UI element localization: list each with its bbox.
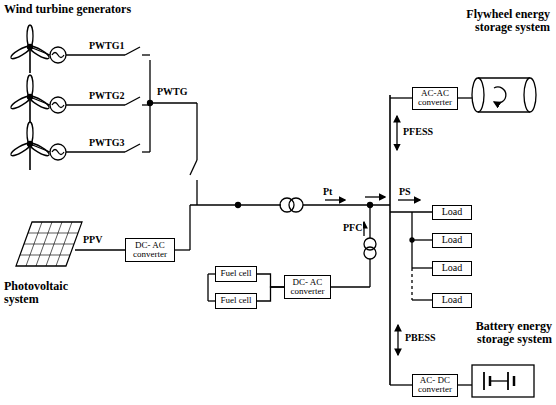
converter-box: AC- DC converter (412, 374, 458, 397)
connector-wire (257, 274, 284, 287)
converter-box: AC-AC converter (412, 87, 458, 110)
fuel-cell-box: Fuel cell (215, 293, 257, 309)
component-title: Wind turbine generators (4, 3, 194, 16)
node-text: DC- AC converter (285, 278, 330, 297)
node-text: Load (442, 263, 463, 274)
node-text: Fuel cell (220, 296, 251, 305)
connector-wire (257, 287, 284, 301)
load-box: Load (432, 205, 472, 220)
power-label: PWTG (156, 86, 189, 97)
component-title: Flywheel energy storage system (438, 8, 550, 34)
load-box: Load (432, 233, 472, 248)
load-box: Load (432, 293, 472, 308)
power-label: PWTG2 (88, 90, 126, 101)
power-label: PFC (342, 222, 363, 233)
power-label: PS (398, 186, 412, 197)
node-text: AC- DC converter (413, 376, 457, 395)
fuel-cell-box: Fuel cell (215, 266, 257, 282)
converter-box: DC- AC converter (125, 238, 175, 262)
component-title: Battery energy storage system (456, 320, 552, 346)
node-text: AC-AC converter (413, 89, 457, 108)
power-label: PBESS (404, 332, 437, 343)
component-title: Photovoltaic system (4, 280, 94, 306)
node-text: Load (442, 207, 463, 218)
power-label: PWTG1 (88, 40, 126, 51)
node-text: Load (442, 295, 463, 306)
power-label: PPV (82, 234, 103, 245)
node-text: Fuel cell (220, 269, 251, 278)
power-label: Pt (322, 186, 333, 197)
power-label: PWTG3 (88, 137, 126, 148)
power-label: PFESS (402, 126, 434, 137)
converter-box: DC- AC converter (284, 275, 331, 299)
load-box: Load (432, 261, 472, 276)
node-text: Load (442, 235, 463, 246)
node-text: DC- AC converter (126, 241, 174, 260)
